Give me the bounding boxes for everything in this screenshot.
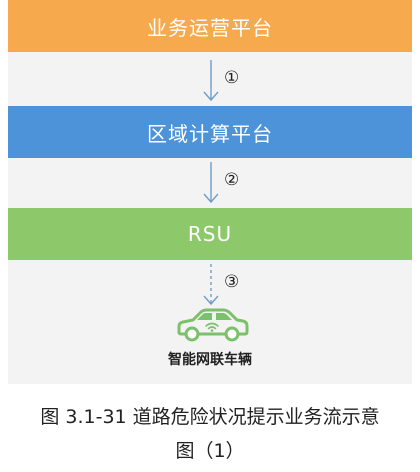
regional-computing-platform-band: 区域计算平台	[8, 106, 412, 158]
rsu-label: RSU	[187, 222, 233, 246]
connected-car-icon	[177, 308, 249, 342]
business-operation-platform-label: 业务运营平台	[147, 15, 273, 40]
step-1-marker: ①	[224, 68, 240, 88]
step-3-marker: ③	[224, 272, 240, 292]
step-2-marker: ②	[224, 170, 240, 190]
dashed-down-arrow-icon	[203, 264, 219, 306]
connected-vehicle-label: 智能网联车辆	[168, 352, 252, 368]
rsu-band: RSU	[8, 208, 412, 260]
figure-caption-line-2: 图（1）	[175, 440, 245, 462]
figure-caption-line-1: 图 3.1-31 道路危险状况提示业务流示意	[40, 406, 380, 428]
down-arrow-icon	[203, 162, 219, 204]
down-arrow-icon	[203, 60, 219, 102]
flow-diagram: 业务运营平台 ① 区域计算平台 ② RSU ③ 智能网联车辆	[8, 0, 412, 384]
regional-computing-platform-label: 区域计算平台	[147, 121, 273, 146]
business-operation-platform-band: 业务运营平台	[8, 0, 412, 52]
